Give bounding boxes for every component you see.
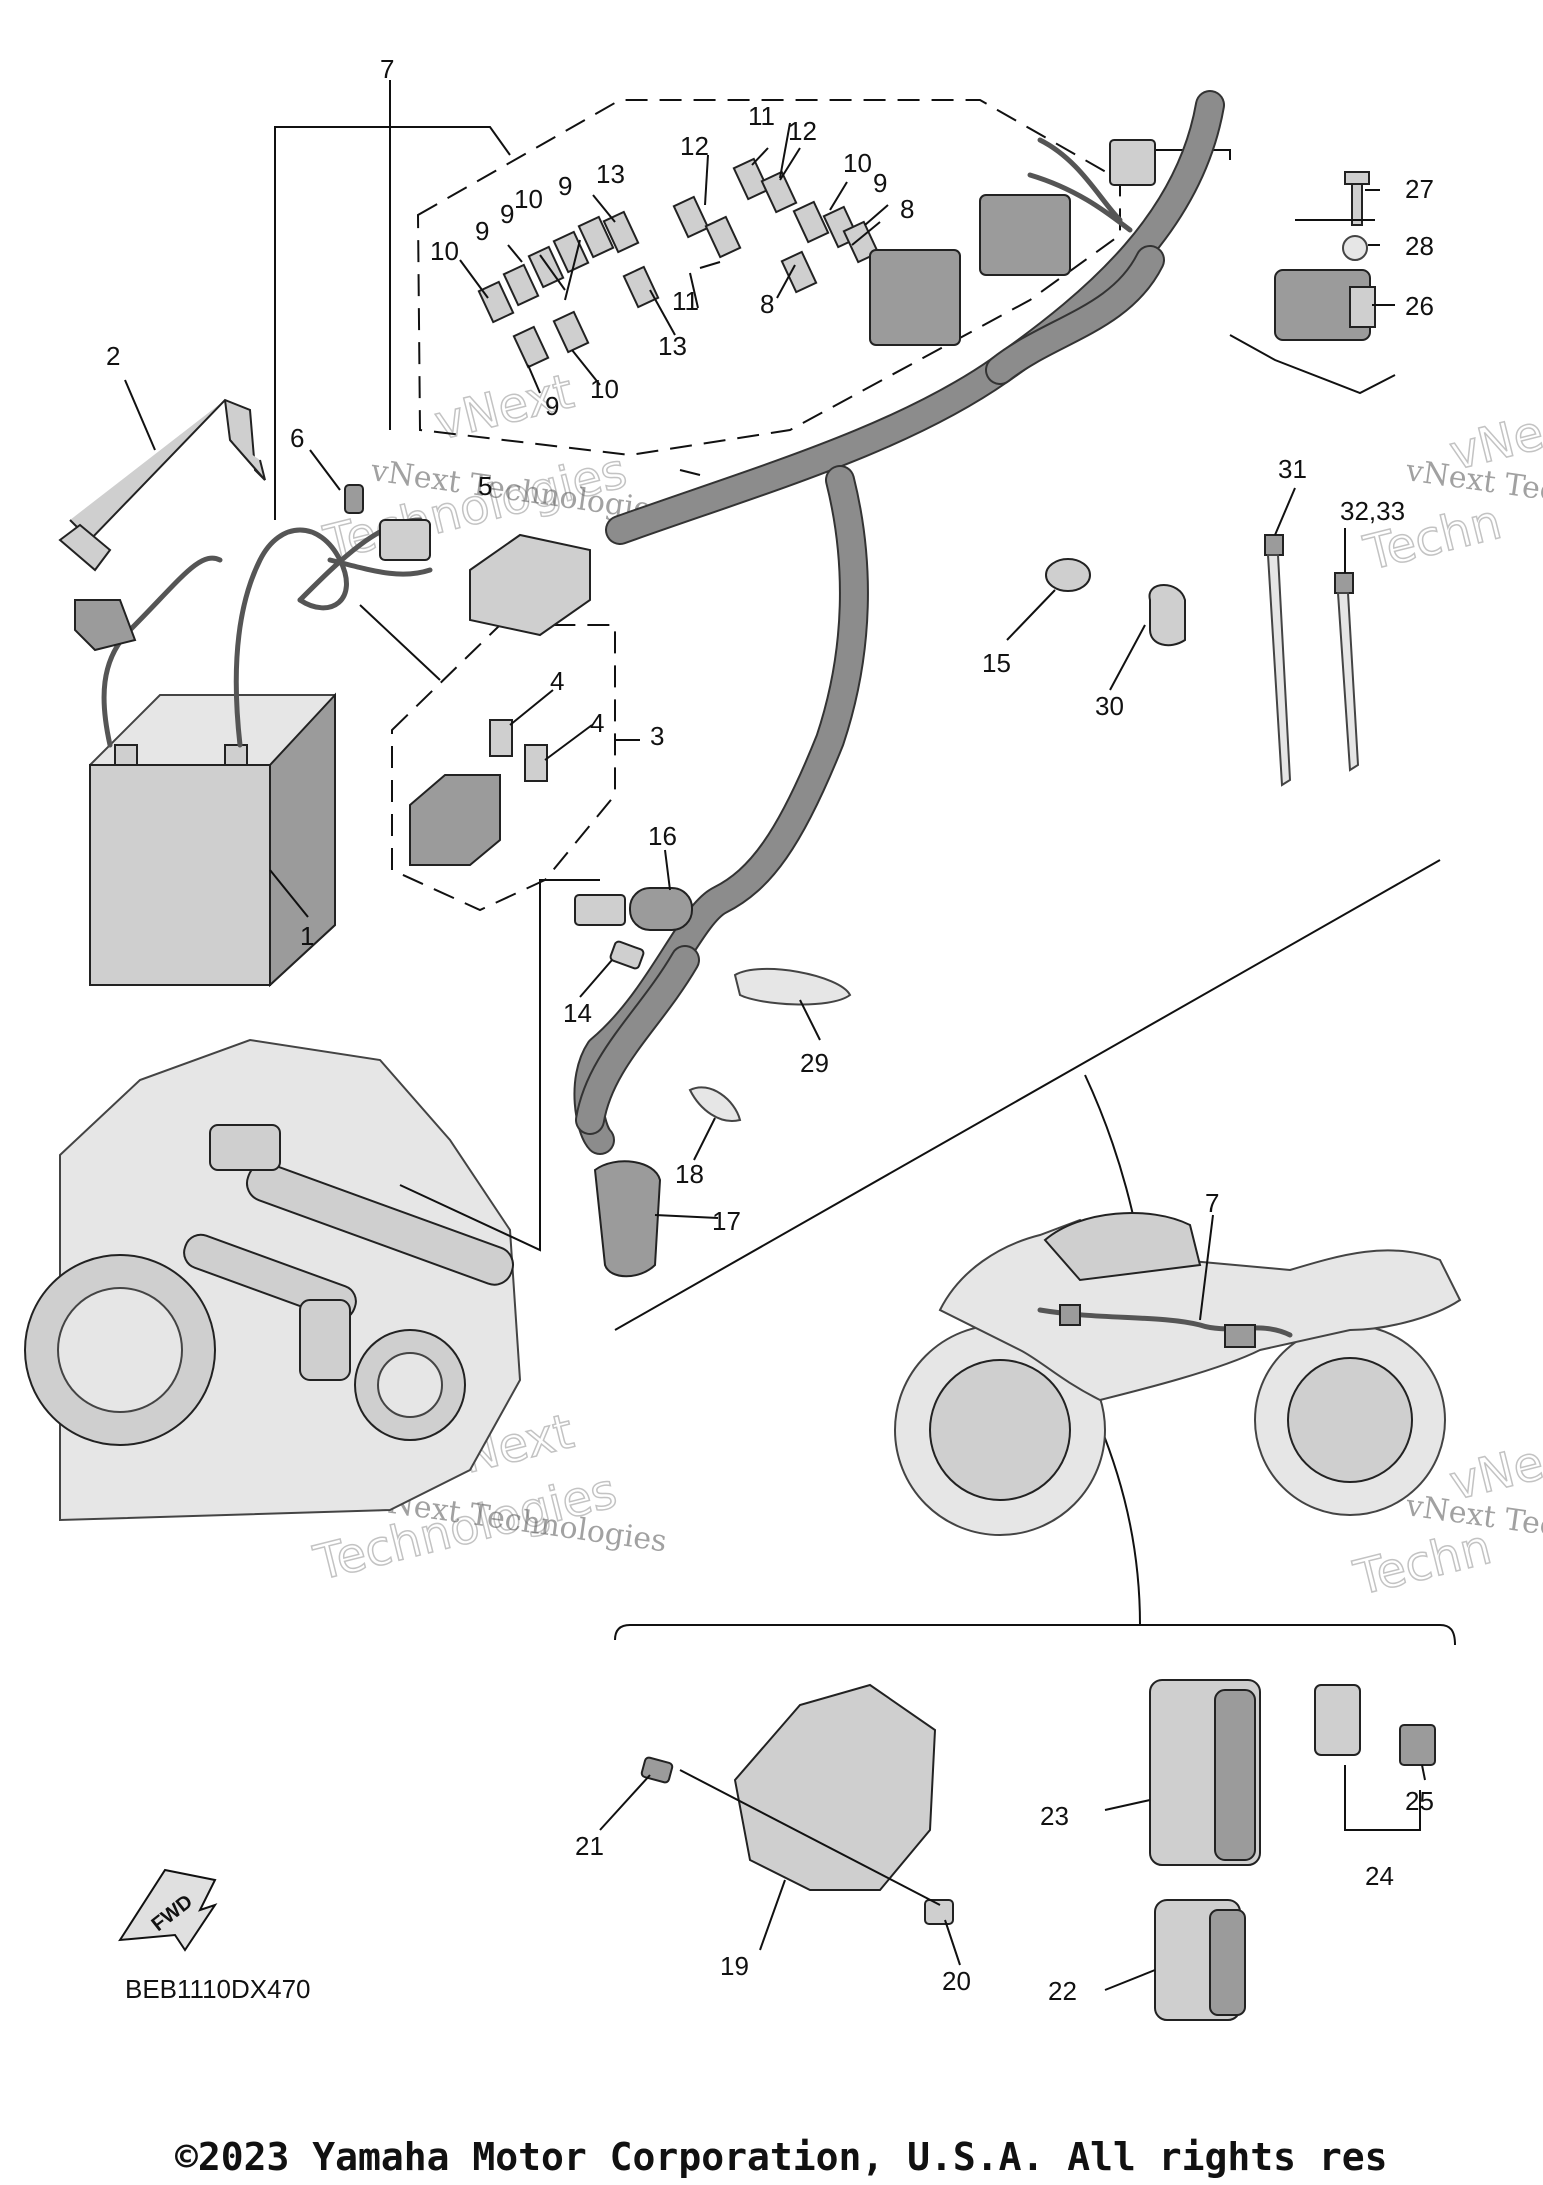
leader-24-bracket <box>1344 1765 1421 1831</box>
connector-25 <box>1399 1724 1436 1766</box>
coupler-top <box>1109 139 1156 186</box>
band-29 <box>733 967 852 1006</box>
callout-27: 27 <box>1405 174 1434 204</box>
callout-13a: 13 <box>596 159 625 189</box>
callout-18: 18 <box>675 1159 704 1189</box>
callout-24: 24 <box>1365 1861 1394 1891</box>
leader-group-26 <box>1125 149 1231 160</box>
starter-relay <box>469 533 591 637</box>
callout-9c: 9 <box>558 171 572 201</box>
divider-lower <box>614 1624 1456 1646</box>
callout-10d: 10 <box>843 148 872 178</box>
bolt-14 <box>609 940 645 970</box>
callout-8b: 8 <box>760 289 774 319</box>
callout-23: 23 <box>1040 1801 1069 1831</box>
main-wire-harness <box>573 90 1225 1155</box>
callout-9d: 9 <box>545 391 559 421</box>
relay-26-assembly <box>1274 171 1376 341</box>
callout-10a: 10 <box>430 236 459 266</box>
callout-7: 7 <box>380 54 394 84</box>
leader-26-box <box>1229 334 1396 395</box>
watermark-top-right: vNext Tec vNe Techn <box>1358 404 1543 583</box>
callout-1: 1 <box>300 921 314 951</box>
tie-31 <box>1264 534 1292 787</box>
callout-14: 14 <box>563 998 592 1028</box>
leader-group-7 <box>274 126 511 520</box>
callout-30: 30 <box>1095 691 1124 721</box>
svg-text:vNe: vNe <box>1444 1435 1543 1512</box>
relay-large-a <box>869 249 961 346</box>
callout-5: 5 <box>478 471 492 501</box>
battery-band <box>58 398 266 572</box>
callout-10b: 10 <box>514 184 543 214</box>
callout-4b: 4 <box>590 708 604 738</box>
relay-large-b <box>979 194 1071 276</box>
clamp-15 <box>1045 558 1091 592</box>
divider-upper <box>614 859 1441 1331</box>
callout-32-33: 32,33 <box>1340 496 1405 526</box>
callout-6: 6 <box>290 423 304 453</box>
callout-20: 20 <box>942 1966 971 1996</box>
callout-29: 29 <box>800 1048 829 1078</box>
battery-leads <box>74 517 433 748</box>
fuse-block-3 <box>409 719 548 866</box>
callout-31: 31 <box>1278 454 1307 484</box>
bracket-16 <box>574 894 626 926</box>
noise-filter-16 <box>629 887 693 931</box>
callout-15: 15 <box>982 648 1011 678</box>
callout-16: 16 <box>648 821 677 851</box>
connector-24 <box>1314 1684 1361 1756</box>
callout-25: 25 <box>1405 1786 1434 1816</box>
callout-leaders <box>124 122 1426 1991</box>
callout-9b: 9 <box>500 199 514 229</box>
clamp-30 <box>1148 584 1186 647</box>
callout-22: 22 <box>1048 1976 1077 2006</box>
fuse-block-3-outline <box>391 624 616 912</box>
copyright-notice: ©2023 Yamaha Motor Corporation, U.S.A. A… <box>175 2135 1388 2179</box>
callout-8a: 8 <box>900 194 914 224</box>
sleeve-17 <box>593 1160 662 1278</box>
callout-21: 21 <box>575 1831 604 1861</box>
callout-3: 3 <box>650 721 664 751</box>
svg-text:Techn: Techn <box>1348 1519 1496 1607</box>
callout-19: 19 <box>720 1951 749 1981</box>
ecu-cover-19 <box>733 1683 937 1891</box>
callout-13b: 13 <box>658 331 687 361</box>
nut-20 <box>924 1899 954 1925</box>
motorcycle-illustration <box>894 1212 1462 1536</box>
callout-28: 28 <box>1405 231 1434 261</box>
fwd-arrow-icon: FWD <box>118 1868 218 1952</box>
starter-relay-bracket <box>379 519 431 561</box>
engine-illustration <box>24 1038 522 1522</box>
callout-10c: 10 <box>590 374 619 404</box>
bolt-6 <box>344 484 364 514</box>
battery <box>89 692 336 988</box>
relay-22-side <box>1209 1909 1246 2016</box>
engine-callout-bracket <box>399 879 600 1252</box>
leader-3-block <box>359 604 441 681</box>
module-23-side <box>1214 1689 1256 1861</box>
callout-9a: 9 <box>475 216 489 246</box>
band-18 <box>688 1086 742 1122</box>
fuse-box-group-outline <box>416 99 1121 457</box>
callout-12b: 12 <box>788 116 817 146</box>
callout-11b: 11 <box>672 286 699 316</box>
callout-17: 17 <box>712 1206 741 1236</box>
callout-4a: 4 <box>550 666 564 696</box>
diagram-code: BEB1110DX470 <box>125 1974 311 2004</box>
callout-11a: 11 <box>748 101 775 131</box>
fuse-set <box>477 157 880 369</box>
callout-26: 26 <box>1405 291 1434 321</box>
callout-9e: 9 <box>873 168 887 198</box>
tie-32-33 <box>1334 572 1360 772</box>
callout-labels: 1 2 3 4 4 5 6 7 7 8 8 9 9 9 9 9 10 10 10… <box>106 54 1434 2006</box>
callout-12a: 12 <box>680 131 709 161</box>
callout-2: 2 <box>106 341 120 371</box>
callout-7b: 7 <box>1205 1188 1219 1218</box>
leader-7-bike <box>1199 1214 1214 1321</box>
